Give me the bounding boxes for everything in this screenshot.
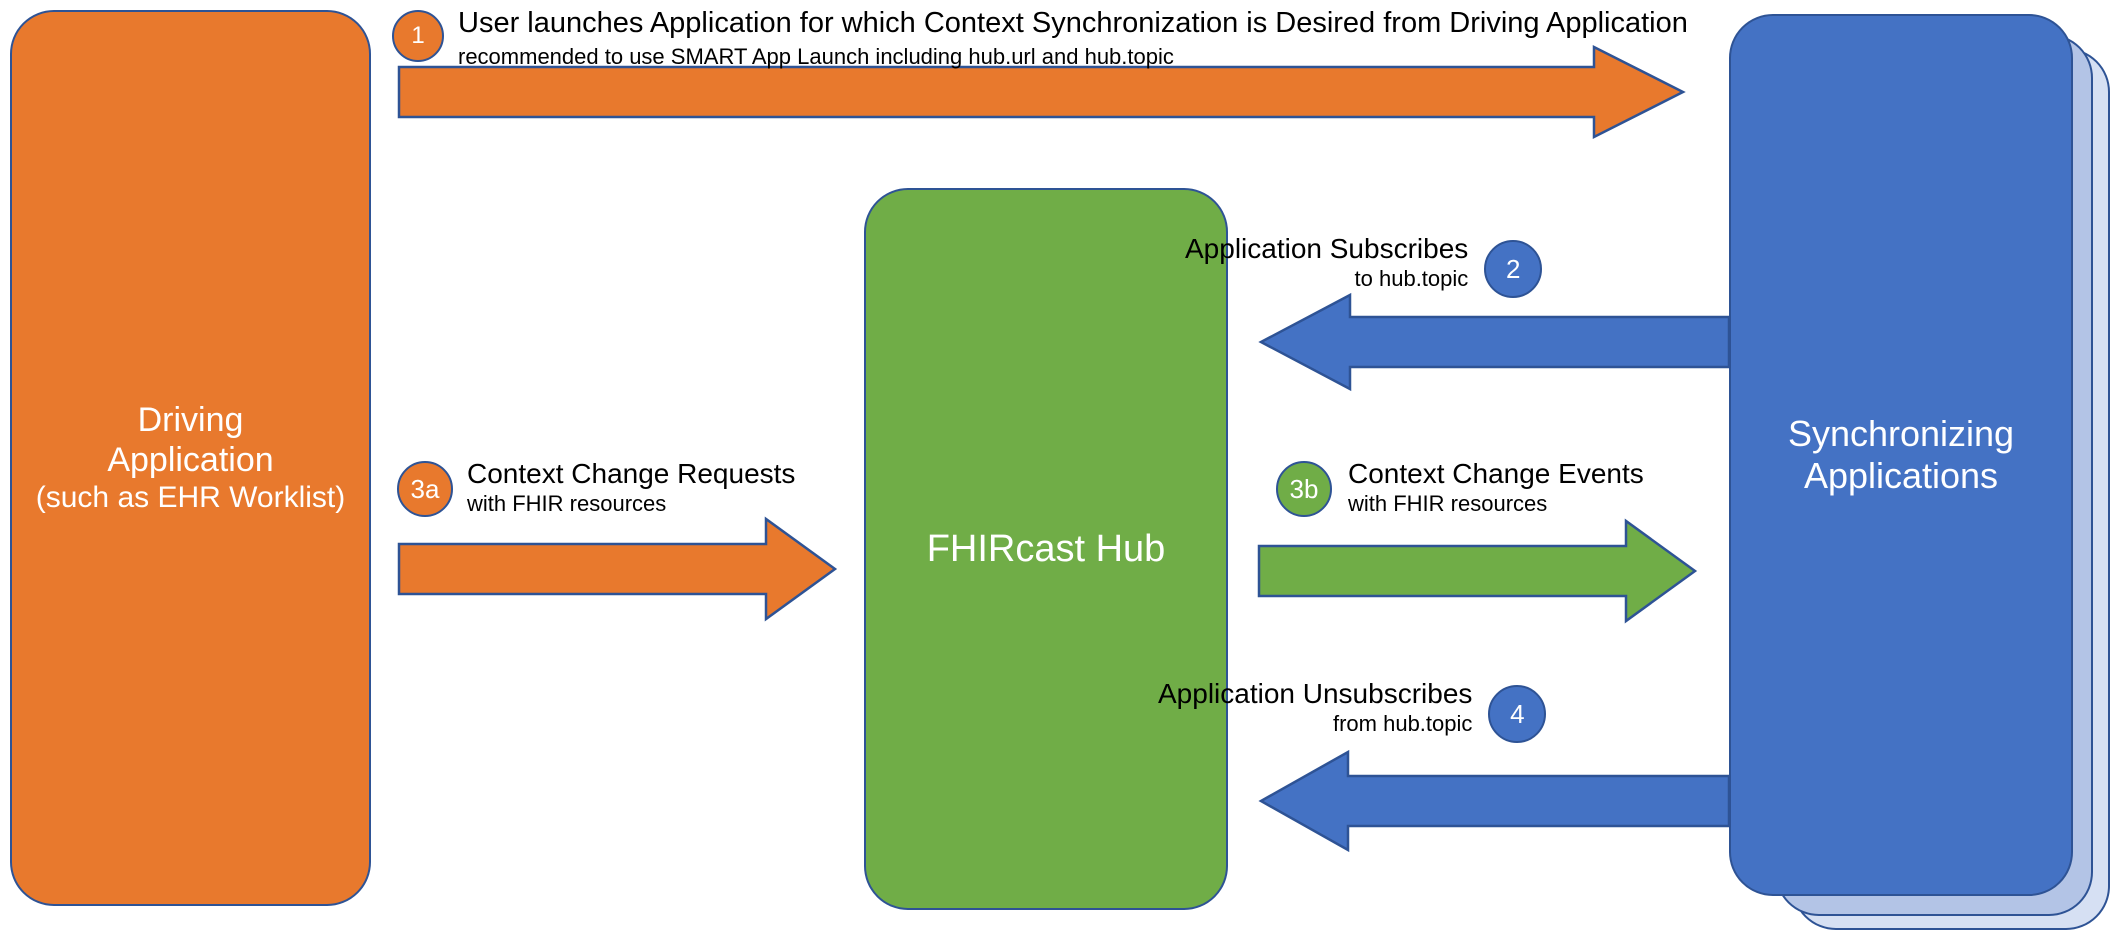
step-3b-title: Context Change Events: [1348, 458, 1644, 489]
step-1-subtitle: recommended to use SMART App Launch incl…: [458, 43, 1174, 69]
synchronizing-applications-node[interactable]: Synchronizing Applications: [1729, 14, 2073, 896]
step-1-title: User launches Application for which Cont…: [458, 7, 1688, 39]
arrow-step-1: [397, 44, 1686, 140]
synchronizing-applications-label-line2: Applications: [1803, 455, 1999, 496]
step-2-title: Application Subscribes: [1185, 233, 1469, 264]
synchronizing-applications-label-line1: Synchronizing: [1787, 412, 2015, 454]
step-2-subtitle: to hub.topic: [1354, 265, 1469, 291]
step-1-annotation: 1 User launches Application for which Co…: [392, 6, 1688, 70]
step-2-badge[interactable]: 2: [1484, 240, 1543, 298]
step-3a-annotation: 3a Context Change Requests with FHIR res…: [397, 457, 795, 517]
step-3b-badge[interactable]: 3b: [1276, 461, 1332, 517]
driving-application-label-line3: (such as EHR Worklist): [35, 481, 346, 515]
step-3a-title: Context Change Requests: [467, 458, 796, 489]
step-3a-subtitle: with FHIR resources: [467, 490, 667, 516]
step-4-subtitle: from hub.topic: [1332, 710, 1473, 736]
arrow-step-3a: [397, 516, 838, 622]
arrow-step-4: [1258, 748, 1731, 854]
step-3b-annotation: 3b Context Change Events with FHIR resou…: [1276, 457, 1644, 517]
step-4-title: Application Unsubscribes: [1158, 678, 1473, 709]
step-4-annotation: Application Unsubscribes from hub.topic …: [1158, 677, 1547, 743]
fhircast-hub-label: FHIRcast Hub: [926, 527, 1166, 570]
driving-application-node[interactable]: Driving Application (such as EHR Worklis…: [10, 10, 371, 906]
arrow-step-2: [1258, 292, 1731, 392]
driving-application-label-line1: Driving: [137, 401, 244, 440]
step-3a-badge[interactable]: 3a: [397, 461, 453, 517]
arrow-step-3b: [1257, 518, 1698, 624]
fhircast-hub-node[interactable]: FHIRcast Hub: [864, 188, 1228, 910]
driving-application-label-line2: Application: [107, 441, 274, 480]
step-1-badge[interactable]: 1: [392, 10, 444, 62]
step-4-badge[interactable]: 4: [1488, 685, 1547, 743]
step-2-annotation: Application Subscribes to hub.topic 2: [1185, 232, 1543, 298]
step-3b-subtitle: with FHIR resources: [1348, 490, 1548, 516]
